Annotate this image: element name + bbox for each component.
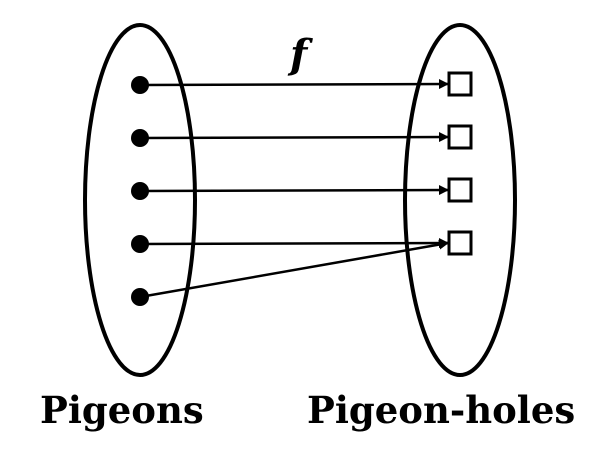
pigeon-hole-boxes	[447, 71, 473, 256]
mapping-arrow	[139, 238, 449, 249]
mapping-arrow	[139, 185, 449, 196]
diagram-drawing: f	[83, 23, 517, 377]
pigeon-hole-box	[447, 71, 473, 97]
pigeons-set-ellipse	[83, 23, 197, 377]
pigeon-holes-set-ellipse	[403, 23, 517, 377]
pigeon-dot	[131, 76, 149, 94]
function-label: f	[287, 31, 313, 78]
pigeon-hole-box	[447, 124, 473, 150]
pigeon-holes-label: Pigeon-holes	[307, 388, 576, 432]
mapping-arrows	[139, 79, 449, 299]
pigeon-hole-box	[447, 230, 473, 256]
pigeons-label: Pigeons	[40, 388, 204, 432]
pigeon-hole-box	[447, 177, 473, 203]
mapping-arrow	[139, 132, 449, 143]
mapping-arrow	[139, 79, 449, 90]
pigeon-dot	[131, 182, 149, 200]
pigeon-dot	[131, 235, 149, 253]
pigeon-dots	[131, 76, 149, 306]
pigeon-dot	[131, 129, 149, 147]
mapping-arrow	[139, 239, 449, 299]
pigeon-dot	[131, 288, 149, 306]
